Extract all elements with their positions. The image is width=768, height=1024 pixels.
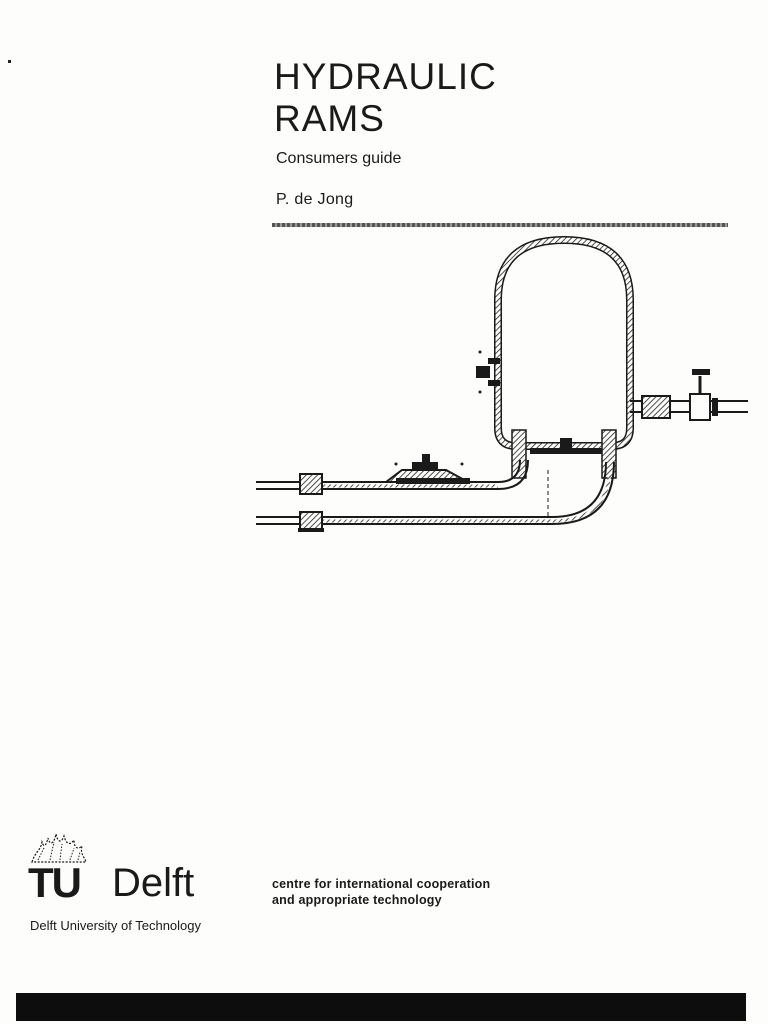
centre-line-1: centre for international cooperation xyxy=(272,877,491,891)
bottom-bar xyxy=(16,993,746,1021)
divider-rule xyxy=(272,223,728,227)
subtitle: Consumers guide xyxy=(276,150,402,167)
snifter-valve xyxy=(476,350,500,394)
drive-pipe xyxy=(256,459,615,532)
title-line-1: HYDRAULIC xyxy=(274,56,497,97)
title-line-2: RAMS xyxy=(274,98,385,139)
tu-delft-logo: TU Delft xyxy=(28,830,228,906)
air-vessel xyxy=(494,235,634,450)
page-title: HYDRAULIC RAMS xyxy=(274,56,497,140)
flame-icon xyxy=(31,833,87,863)
impulse-valve xyxy=(383,454,470,484)
author-name: P. de Jong xyxy=(276,191,354,208)
scan-speck xyxy=(8,60,11,63)
hydraulic-ram-diagram xyxy=(256,235,748,532)
logo-delft: Delft xyxy=(112,861,195,905)
university-name: Delft University of Technology xyxy=(30,918,202,933)
centre-name: centre for international cooperation and… xyxy=(272,876,490,908)
logo-tu: TU xyxy=(28,859,82,906)
centre-line-2: and appropriate technology xyxy=(272,893,442,907)
delivery-pipe xyxy=(630,369,748,421)
